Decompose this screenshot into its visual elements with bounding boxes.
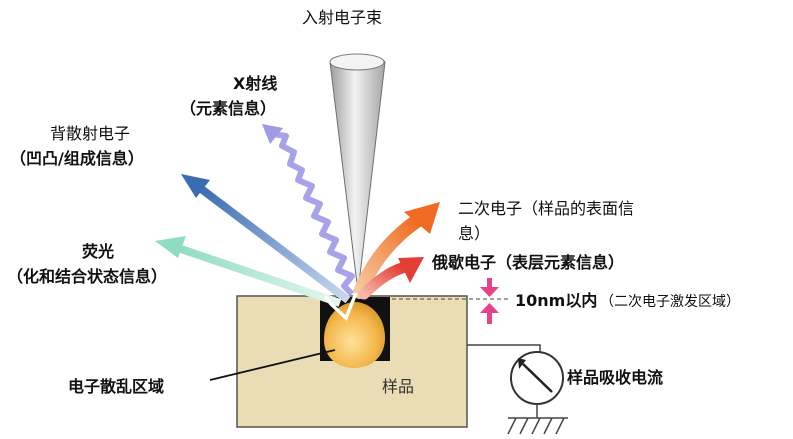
auger-electron-arrow xyxy=(358,257,424,300)
secondary-electron-info-label: 息） xyxy=(458,224,491,243)
ground-symbol xyxy=(507,417,568,435)
xray-info-label: （元素信息） xyxy=(180,99,277,118)
scatter-region-label: 电子散乱区域 xyxy=(68,377,165,396)
xray-label: X射线 xyxy=(233,74,278,93)
backscatter-info-label: （凹凸/组成信息） xyxy=(10,149,144,168)
fluorescence-arrow xyxy=(155,236,342,307)
secondary-electron-label: 二次电子（样品的表面信 xyxy=(458,199,635,218)
electron-beam-top xyxy=(329,53,385,71)
depth-arrows xyxy=(480,278,499,324)
depth-label: 10nm以内 xyxy=(515,291,598,310)
xray-zigzag xyxy=(262,124,355,297)
secondary-electron-arrow xyxy=(353,202,440,299)
auger-electron-label: 俄歇电子（表层元素信息） xyxy=(432,253,625,272)
sample-label: 样品 xyxy=(382,377,415,396)
current-wire xyxy=(467,344,541,352)
incident-path xyxy=(323,292,358,322)
fluorescence-info-label: （化和结合状态信息） xyxy=(7,267,168,286)
incident-beam-label: 入射电子束 xyxy=(302,8,383,27)
ammeter-needle-head xyxy=(518,358,526,369)
fluorescence-label: 荧光 xyxy=(82,242,115,261)
depth-note-label: （二次电子激发区域） xyxy=(600,294,740,310)
backscatter-label: 背散射电子 xyxy=(50,124,131,143)
interaction-volume xyxy=(324,302,385,368)
backscatter-arrow xyxy=(181,174,351,304)
ammeter-needle xyxy=(522,363,553,393)
absorbed-current-label: 样品吸收电流 xyxy=(567,368,664,387)
scatter-pointer-line xyxy=(209,349,336,381)
